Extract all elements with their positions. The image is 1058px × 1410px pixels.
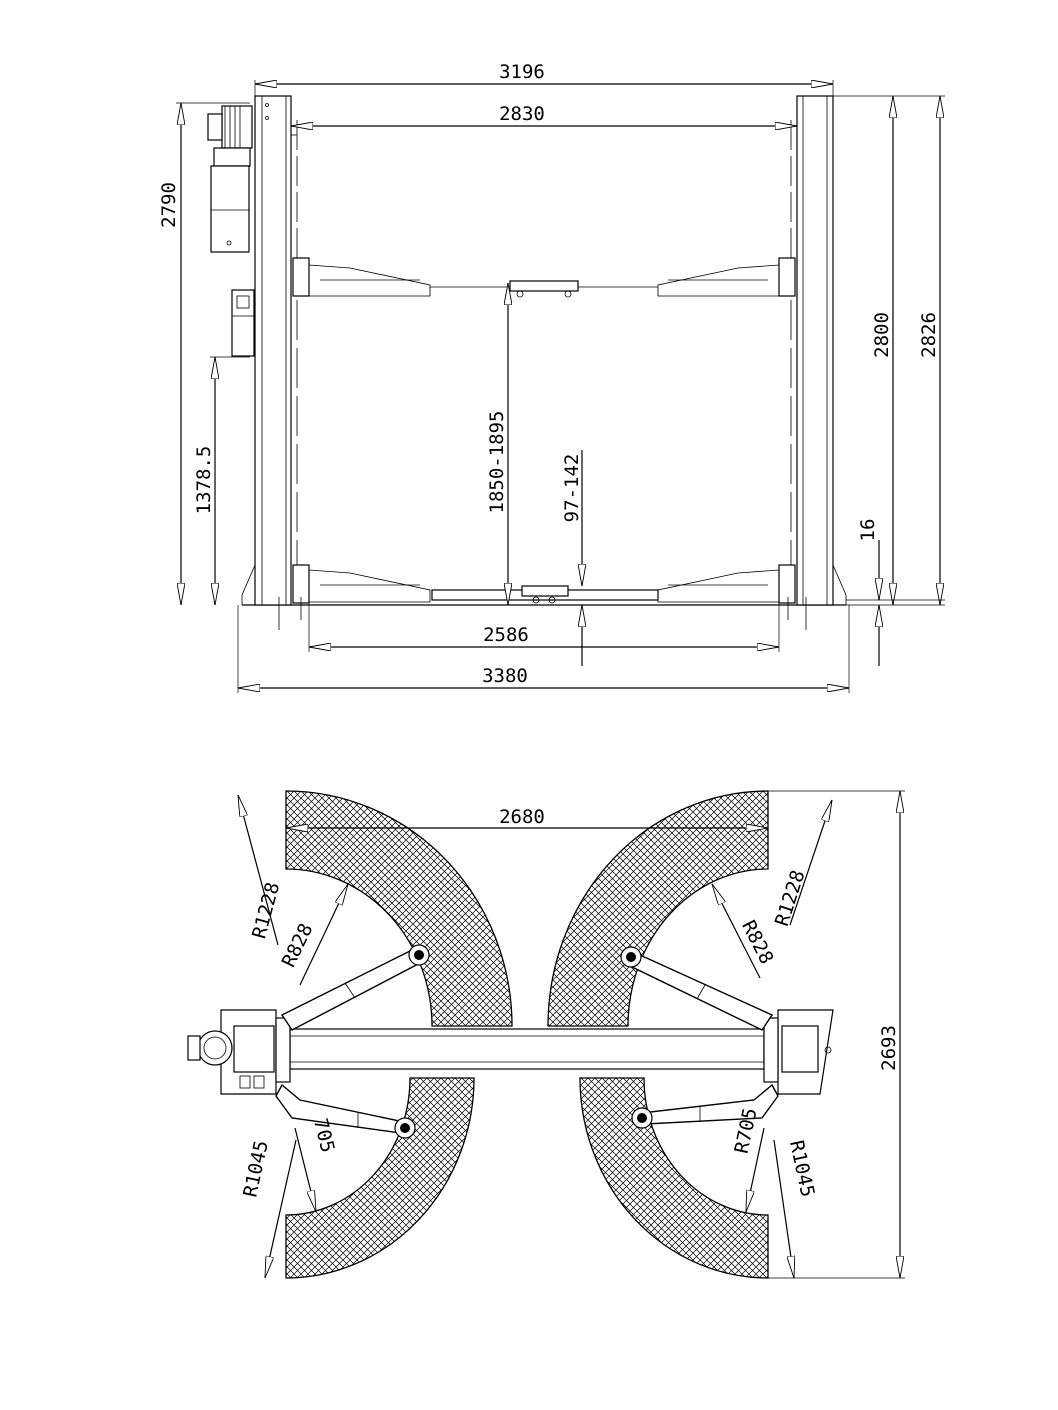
arm-bottom-right (631, 1083, 779, 1129)
swing-area-bottom-right (579, 1077, 769, 1279)
upper-arm-assembly (292, 120, 796, 298)
arm-top-right (620, 946, 774, 1031)
arm-top-left (280, 944, 430, 1031)
dim-overall-width-label: 3196 (499, 61, 545, 83)
dim-radius-bl-outer (264, 1139, 297, 1278)
swing-area-bottom-left (285, 1077, 475, 1279)
dim-radius-bl-inner (294, 1127, 317, 1212)
control-box (231, 289, 255, 357)
dim-radius-tr-outer-label: R1228 (771, 868, 810, 929)
dim-radius-tl-inner-label: R828 (278, 920, 318, 971)
dim-controls-height-label: 1378.5 (193, 446, 215, 515)
cross-beam (289, 1028, 765, 1070)
dim-radius-br-outer (773, 1139, 794, 1278)
arm-bottom-left (275, 1083, 416, 1139)
dim-lift-height-label: 1850-1895 (486, 411, 508, 514)
dim-radius-bl-outer-label: R1045 (239, 1138, 272, 1199)
power-unit (207, 105, 253, 253)
dim-radius-br-outer-label: R1045 (785, 1138, 818, 1199)
dim-left-height-label: 2790 (158, 182, 180, 228)
dim-radius-tl-inner (299, 884, 349, 986)
dim-radius-tr-outer (789, 800, 833, 926)
dim-drive-through-label: 2586 (483, 624, 529, 646)
swing-area-top-right (547, 790, 769, 1027)
dim-radius-tl-outer (237, 795, 279, 946)
right-post (796, 95, 847, 606)
dim-radius-br-inner (745, 1127, 765, 1212)
right-base (763, 1009, 834, 1095)
front-view: 3196 2830 2790 1378.5 1850-1895 97-142 2… (158, 61, 945, 693)
dim-base-plate-label: 16 (857, 519, 879, 542)
left-base (187, 1009, 291, 1095)
dim-inner-width-label: 2830 (499, 103, 545, 125)
swing-area-top-left (285, 790, 513, 1027)
dim-arm-span-label: 2680 (499, 806, 545, 828)
dim-radius-tl-outer-label: R1228 (248, 880, 284, 941)
dim-base-width-label: 3380 (482, 665, 528, 687)
left-post (241, 95, 297, 606)
dim-post-height-label: 2800 (871, 312, 893, 358)
dim-total-height-label: 2826 (918, 312, 940, 358)
dim-overall-depth-label: 2693 (878, 1025, 900, 1071)
dim-pad-height-label: 97-142 (561, 454, 583, 523)
lower-arm-assembly (278, 300, 807, 630)
dim-radius-tr-inner-label: R828 (737, 917, 777, 968)
dim-radius-tr-inner (711, 884, 761, 979)
top-view: 2680 2693 R1228 R828 R1228 R828 R1045 70… (187, 790, 905, 1279)
front-dimensions: 3196 2830 2790 1378.5 1850-1895 97-142 2… (158, 61, 945, 693)
